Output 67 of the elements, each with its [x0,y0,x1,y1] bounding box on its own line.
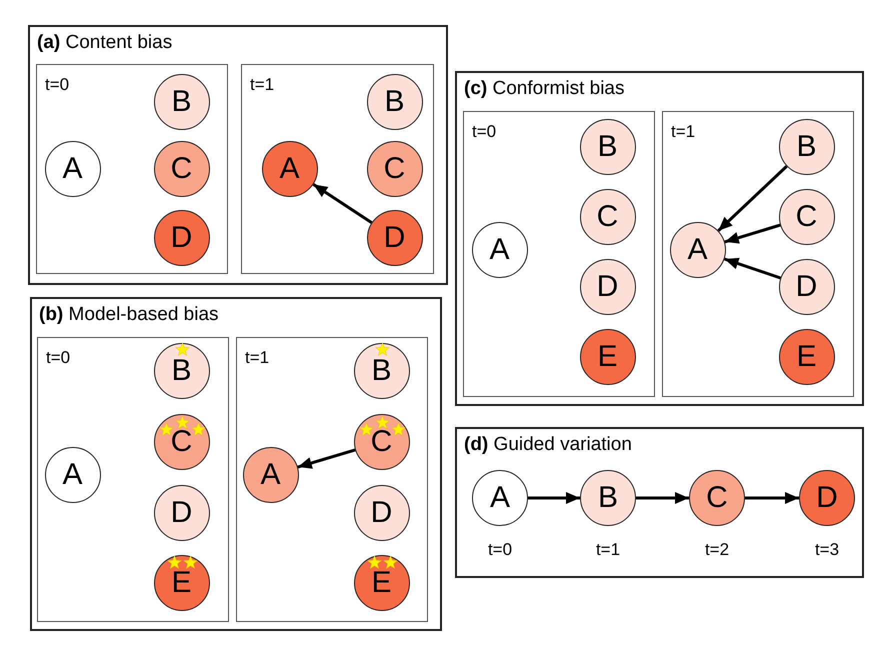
arrow [717,165,788,232]
node-letter: A [279,154,300,184]
node-letter: E [171,568,192,598]
node-letter: D [170,222,192,252]
time-step-frame [662,111,854,397]
arrow [724,224,781,244]
arrow [745,492,799,504]
arrow [724,258,781,280]
node-letter: C [170,154,192,184]
node-letter: D [796,272,818,302]
time-label: t=0 [472,122,496,142]
panel-title: (c) Conformist bias [464,78,625,100]
panel-title: (a) Content bias [37,32,172,54]
circle-node [778,118,834,174]
node-letter: E [371,568,392,598]
arrow [297,448,356,469]
node-letter: C [384,154,406,184]
node-letter: B [796,132,816,162]
panel-frame [455,71,864,406]
panel-frame [455,427,864,578]
node-letter: B [597,132,618,162]
arrow [528,492,580,504]
node-letter: A [62,154,82,184]
node-letter: E [796,342,816,372]
arrow [636,492,689,504]
time-label: t=1 [245,348,270,368]
node-letter: B [384,86,404,116]
time-label: t=2 [704,540,730,560]
arrow [312,183,372,224]
time-label: t=0 [486,540,514,560]
time-label: t=0 [46,348,70,368]
circle-node [366,210,422,266]
time-step-frame [463,111,655,397]
node-letter: D [370,498,392,528]
node-letter: A [62,460,82,490]
time-label: t=1 [594,540,622,560]
time-label: t=1 [671,122,696,142]
node-letter: C [370,426,392,456]
panel-title: (d) Guided variation [464,434,632,456]
panel-frame [28,25,448,285]
panel-frame [30,297,442,631]
time-step-frame [37,337,229,622]
node-letter: D [596,272,618,302]
time-step-frame [241,64,434,274]
time-step-frame [36,64,228,274]
node-letter: A [490,483,510,513]
node-letter: C [796,202,818,232]
time-label: t=0 [45,75,70,95]
node-letter: C [706,483,728,513]
node-letter: A [260,460,280,490]
node-letter: A [489,234,510,264]
time-step-frame [236,337,428,622]
node-letter: C [170,426,192,456]
node-letter: D [816,483,838,513]
node-letter: B [171,86,192,116]
node-letter: D [384,222,406,252]
node-letter: D [170,498,192,528]
node-letter: B [598,483,618,513]
time-label: t=1 [250,75,274,95]
node-letter: A [687,234,708,264]
panel-title: (b) Model-based bias [39,304,219,326]
node-letter: B [171,356,192,386]
time-label: t=3 [814,540,840,560]
circle-node [670,222,726,278]
node-letter: C [596,202,618,232]
node-letter: B [371,356,392,386]
node-letter: E [597,342,618,372]
